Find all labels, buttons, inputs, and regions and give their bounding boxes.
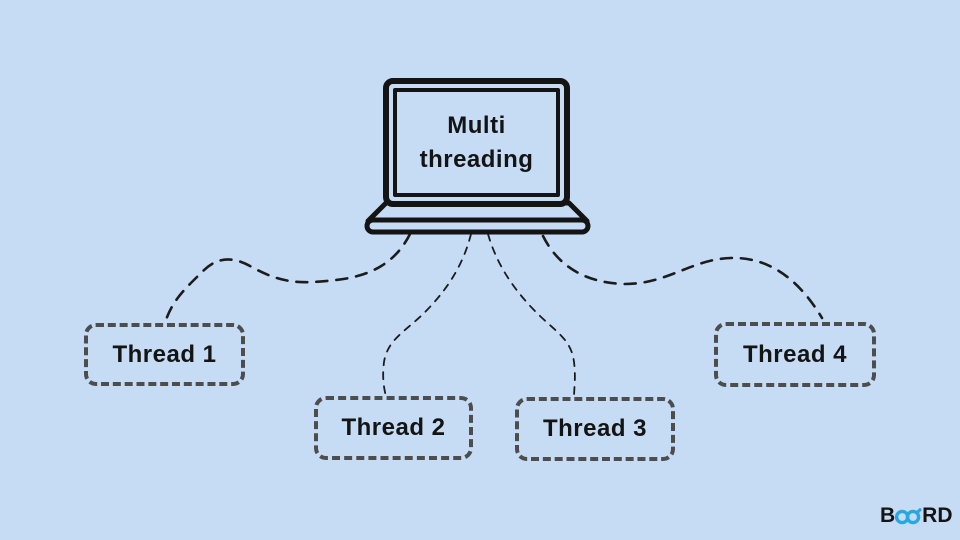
thread-3-box: Thread 3 [515,397,675,461]
thread-1-box: Thread 1 [84,323,245,386]
diagram-title-line1: Multi [447,111,506,139]
board-logo: B RD [880,504,953,528]
wire-thread-4 [541,234,824,320]
laptop-icon: Multi threading [383,78,570,207]
wire-thread-2 [382,233,472,398]
thread-1-label: Thread 1 [112,340,217,368]
laptop-screen: Multi threading [393,88,560,197]
wire-thread-1 [163,232,412,325]
diagram-title-line2: threading [419,145,534,173]
diagram-title: Multi threading [420,109,534,177]
thread-2-box: Thread 2 [314,396,473,460]
logo-prefix: B [880,504,896,527]
infinity-icon [895,508,922,525]
thread-4-box: Thread 4 [714,322,876,387]
logo-suffix: RD [922,504,953,527]
laptop-base-bar [364,217,591,235]
thread-2-label: Thread 2 [341,414,446,441]
thread-3-label: Thread 3 [542,415,648,442]
thread-4-label: Thread 4 [742,340,848,368]
wire-thread-3 [487,233,576,399]
